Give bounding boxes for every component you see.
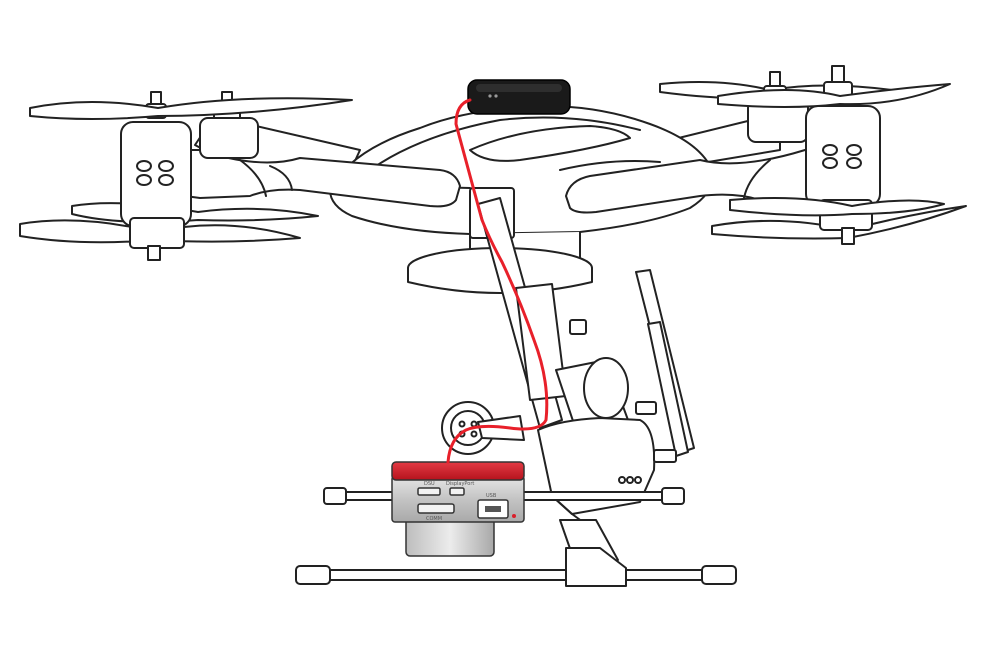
port-label-dsu: DSU (424, 481, 435, 487)
port-comm (417, 503, 455, 514)
port-display (449, 487, 465, 496)
port-label-display: DisplayPort (446, 481, 474, 487)
port-label-usb: USB (486, 493, 497, 499)
red-cable (446, 98, 549, 464)
status-led (512, 514, 516, 518)
motor-pod-left (120, 91, 259, 261)
port-dsu (417, 487, 441, 496)
port-label-comm: COMM (426, 516, 442, 522)
propeller-front-right (717, 83, 951, 217)
antenna (635, 269, 695, 463)
camera-port-labels: DSU DisplayPort USB COMM (424, 481, 497, 522)
camera-red-top (391, 461, 525, 481)
camera-lens (405, 517, 495, 557)
camera-unit (391, 461, 525, 557)
gps-module (467, 79, 571, 115)
propeller-front-left (29, 97, 353, 120)
